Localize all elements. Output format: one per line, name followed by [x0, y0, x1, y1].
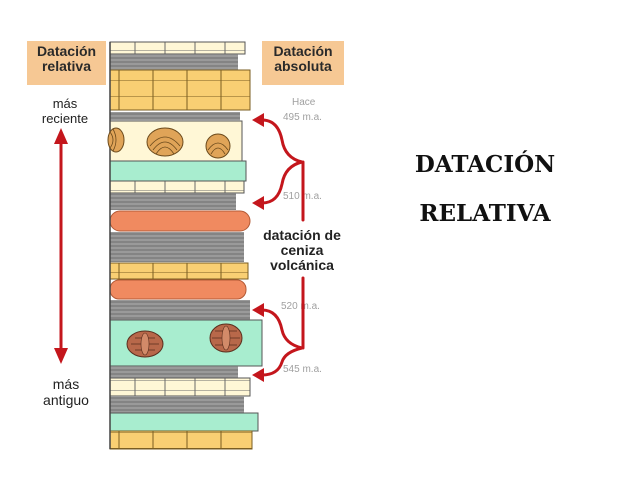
- trilobite-fossils: [126, 323, 243, 358]
- absolute-dating-header-text: Datación absoluta: [273, 43, 333, 74]
- slide-title-line-1: DATACIÓN: [414, 151, 556, 178]
- ash-dating-label: datación de ceniza volcánica: [252, 228, 352, 273]
- top-label: más reciente: [41, 96, 89, 126]
- shell-fossil-icon: [146, 127, 184, 157]
- stratum-green-1: [109, 160, 247, 182]
- shell-fossil-icon: [107, 127, 125, 153]
- lower-bracket: [260, 308, 303, 377]
- relative-dating-header-text: Datación relativa: [36, 43, 97, 74]
- slide-title-line-2: RELATIVA: [419, 200, 551, 227]
- relative-dating-header: Datación relativa: [27, 41, 106, 85]
- absolute-dating-header: Datación absoluta: [262, 41, 344, 85]
- trilobite-icon: [209, 323, 243, 353]
- stratum-shale-5: [110, 300, 250, 320]
- trilobite-icon: [126, 330, 164, 358]
- stratum-green-2: [109, 412, 259, 432]
- bottom-label: más antiguo: [43, 376, 89, 408]
- arrow-left-icon: [252, 196, 264, 210]
- shell-fossils: [107, 127, 231, 159]
- dating-brackets: [260, 118, 305, 377]
- arrow-left-icon: [252, 113, 264, 127]
- time-arrow: [54, 128, 68, 364]
- age-label-hace: Hace: [292, 97, 316, 108]
- age-label-495: 495 m.a.: [283, 112, 322, 123]
- stratum-shale-7: [110, 396, 244, 413]
- stratum-shale-2: [110, 112, 240, 121]
- stratum-sandstone-2: [109, 262, 249, 280]
- stratum-shale-3: [110, 193, 236, 210]
- bracket-arrowheads: [252, 113, 264, 382]
- ash-label-line-3: volcánica: [270, 257, 334, 273]
- arrow-left-icon: [252, 303, 264, 317]
- arrow-up-icon: [54, 128, 68, 144]
- stratum-limestone-top: [109, 41, 246, 55]
- stratum-shale-1: [110, 54, 238, 70]
- stratum-limestone-3: [109, 377, 251, 397]
- stratum-ash-lower: [109, 279, 247, 300]
- shell-fossil-icon: [205, 133, 231, 159]
- rock-column: [109, 41, 263, 450]
- stratum-shale-6: [110, 366, 238, 378]
- arrow-left-icon: [252, 368, 264, 382]
- ash-label-line-2: ceniza: [280, 242, 324, 258]
- age-label-545: 545 m.a.: [283, 364, 322, 375]
- stratum-sandstone-1: [109, 69, 251, 111]
- arrow-down-icon: [54, 348, 68, 364]
- stratum-ash-upper: [109, 210, 251, 232]
- stratum-shale-4: [110, 232, 244, 262]
- upper-bracket: [260, 118, 303, 205]
- stratum-sandstone-3: [109, 430, 253, 450]
- stratum-limestone-2: [109, 180, 245, 194]
- age-label-520: 520 m.a.: [281, 301, 320, 312]
- ash-label-line-1: datación de: [263, 227, 341, 243]
